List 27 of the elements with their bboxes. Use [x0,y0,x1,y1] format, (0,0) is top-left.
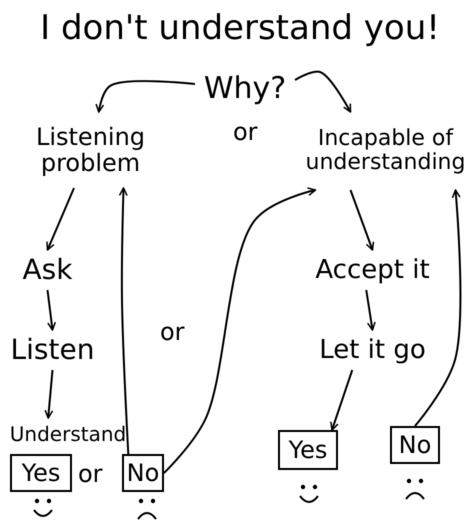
arrow [46,188,75,251]
flow-text: Why? [195,68,295,108]
arrow [118,187,130,454]
arrow [330,370,354,431]
connector-word: or [233,118,258,146]
connector-word: or [78,460,103,488]
arrow [44,370,54,419]
arrow [294,70,352,113]
flow-text: Listen [5,330,100,370]
answer-box: No [122,454,164,492]
arrow [163,187,316,474]
flow-text: Understand [2,418,134,450]
title: I don't understand you! [39,8,441,48]
flow-text: Ask [10,250,85,290]
answer-box: Yes [278,430,338,470]
answer-box: Yes [10,454,72,492]
flow-text: Let it go [305,330,440,370]
flow-text: Accept it [310,250,435,290]
arrow [365,290,376,331]
arrow [95,80,196,113]
connector-word: or [160,318,185,346]
arrow [414,189,462,427]
answer-box: No [390,426,440,464]
flow-text: Incapable of understanding [298,112,473,190]
arrow [350,190,374,251]
arrow [46,290,56,331]
flow-text: Listening problem [8,112,173,188]
